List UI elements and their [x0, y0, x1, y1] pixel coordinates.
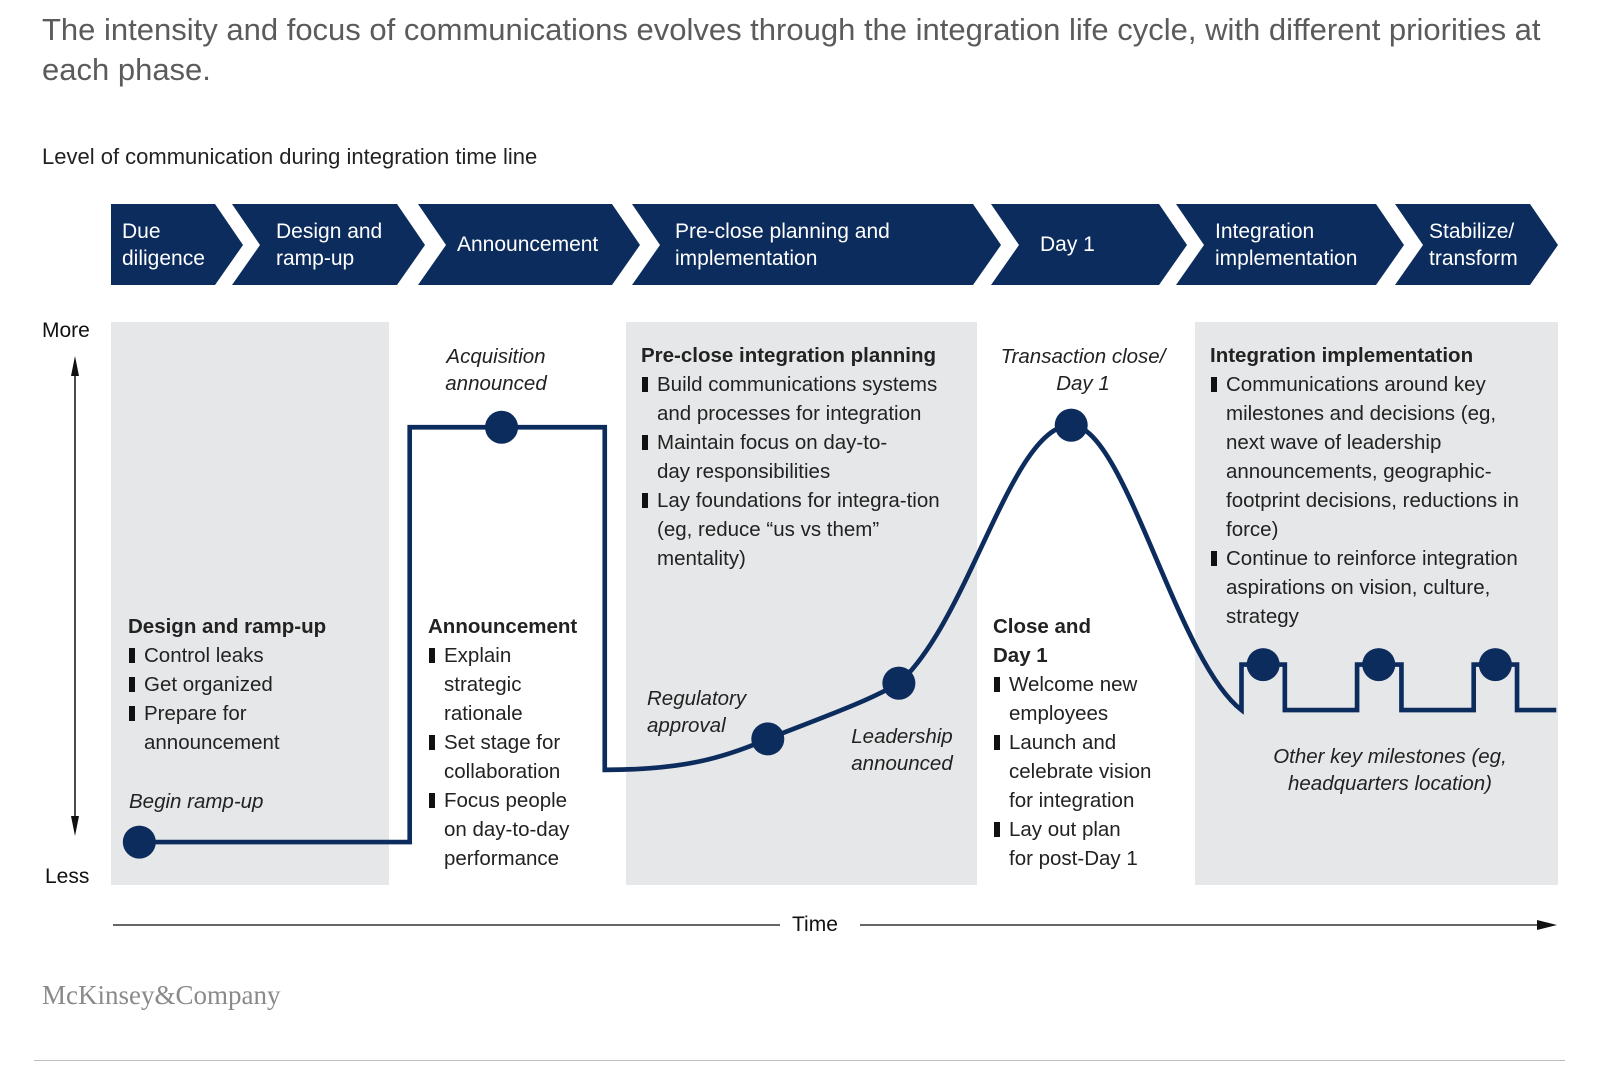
block-title: Integration implementation	[1210, 344, 1474, 367]
block-announcement: Announcement Explain strategic rationale…	[428, 612, 603, 873]
bullet: Set stage for collaboration	[428, 728, 578, 786]
phase-label-preclose: Pre-close planning and implementation	[675, 219, 890, 270]
bullet: Lay out plan for post-Day 1	[993, 815, 1149, 873]
phase-label-integration: Integration implementation	[1215, 219, 1358, 270]
bottom-divider	[34, 1060, 1565, 1061]
chevron-due-diligence	[111, 204, 243, 285]
page-title: The intensity and focus of communication…	[42, 12, 1541, 87]
milestone-dot-other-1	[1246, 648, 1280, 682]
block-integration: Integration implementation Communication…	[1210, 341, 1550, 631]
chart-subtitle: Level of communication during integratio…	[42, 144, 538, 169]
milestone-dot-begin	[122, 825, 156, 859]
bullet: Build communications systems and process…	[641, 370, 971, 428]
bullet: Continue to reinforce integration aspira…	[1210, 544, 1556, 631]
phase-label-due-diligence: Due diligence	[122, 219, 205, 270]
chevron-announcement	[418, 204, 640, 285]
bullet: Lay foundations for integra-tion (eg, re…	[641, 486, 947, 573]
bullet: Launch and celebrate vision for integrat…	[993, 728, 1163, 815]
communication-curve	[139, 422, 1557, 845]
milestone-dot-day1	[1054, 408, 1088, 442]
milestone-leadership-label: Leadership announced	[851, 725, 953, 775]
milestone-acquisition-label: Acquisition announced	[445, 345, 547, 395]
bullet: Maintain focus on day-to-day responsibil…	[641, 428, 917, 486]
bullet: Focus people on day-to-day performance	[428, 786, 578, 873]
panel-preclose	[626, 322, 977, 885]
milestone-dot-regulatory	[751, 722, 785, 756]
bullet: Communications around key milestones and…	[1210, 370, 1526, 544]
phase-label-day1: Day 1	[1040, 233, 1095, 256]
block-title: Design and ramp-up	[128, 615, 327, 638]
milestone-dot-leadership	[882, 666, 916, 700]
block-title: Close and Day 1	[993, 615, 1091, 667]
bullet: Prepare for announcement	[128, 699, 304, 757]
milestone-other-label: Other key milestones (eg, headquarters l…	[1273, 745, 1507, 795]
milestone-begin-label: Begin ramp-up	[129, 790, 264, 813]
bullet: Control leaks	[128, 641, 378, 670]
block-title: Announcement	[428, 615, 578, 638]
panel-design	[111, 322, 389, 885]
mckinsey-logo: McKinsey&Company	[42, 980, 281, 1010]
arrow-down-icon	[71, 816, 79, 836]
bullet: Welcome new employees	[993, 670, 1159, 728]
milestone-dot-acquisition	[485, 410, 519, 444]
chevron-stabilize	[1395, 204, 1558, 285]
chevron-design	[232, 204, 425, 285]
block-design: Design and ramp-up Control leaks Get org…	[128, 612, 378, 757]
panel-integration	[1195, 322, 1558, 885]
bullet: Get organized	[128, 670, 378, 699]
chevron-preclose	[632, 204, 1001, 285]
milestone-dot-other-2	[1362, 648, 1396, 682]
block-close-day1: Close and Day 1 Welcome new employees La…	[993, 612, 1163, 873]
bullet: Explain strategic rationale	[428, 641, 534, 728]
block-preclose: Pre-close integration planning Build com…	[641, 341, 971, 573]
arrow-right-icon	[1537, 920, 1557, 930]
phase-label-stabilize: Stabilize/ transform	[1429, 219, 1518, 270]
chevron-day1	[991, 204, 1187, 285]
milestone-dot-other-3	[1478, 648, 1512, 682]
milestone-regulatory-label: Regulatory approval	[647, 687, 747, 737]
phase-label-design: Design and ramp-up	[276, 219, 383, 270]
axis-less-label: Less	[45, 865, 90, 888]
axis-more-label: More	[42, 319, 90, 342]
axis-time-label: Time	[792, 913, 838, 936]
block-title: Pre-close integration planning	[641, 344, 937, 367]
milestone-transaction-label: Transaction close/ Day 1	[1000, 345, 1166, 395]
chevron-integration	[1176, 204, 1404, 285]
phase-label-announcement: Announcement	[457, 233, 599, 256]
arrow-up-icon	[71, 356, 79, 376]
